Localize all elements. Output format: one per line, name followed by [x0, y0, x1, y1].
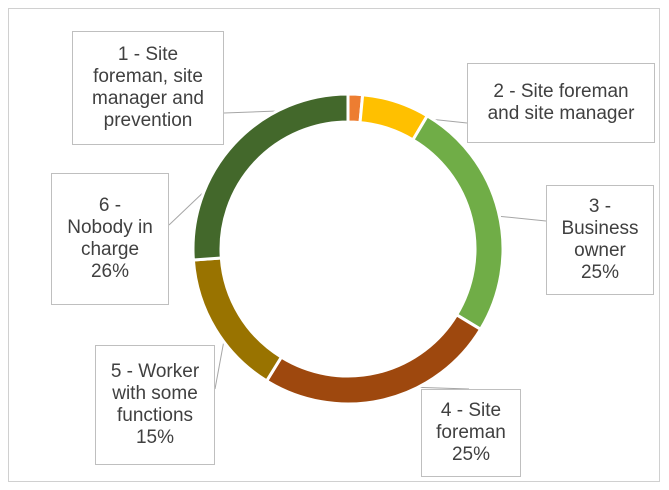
- label-line: 3 -: [588, 196, 612, 217]
- donut-slice-6: [191, 92, 350, 262]
- label-line: owner: [574, 240, 626, 261]
- label-line: and site manager: [487, 103, 635, 124]
- label-line: 4 - Site: [440, 400, 502, 421]
- label-line: foreman: [436, 422, 506, 443]
- label-line: 15%: [135, 427, 175, 448]
- label-line: foreman, site: [93, 66, 203, 87]
- donut-chart: [168, 92, 547, 406]
- chart-frame: 1 - Site foreman, site manager and preve…: [8, 8, 660, 482]
- label-line: Business: [561, 218, 639, 239]
- donut-slices: [191, 92, 505, 406]
- data-label-site-foreman-site-manager-prevention: 1 - Site foreman, site manager and preve…: [72, 31, 224, 145]
- label-line: charge: [80, 239, 140, 260]
- label-line: 2 - Site foreman: [493, 81, 629, 102]
- data-label-site-foreman-and-site-manager: 2 - Site foreman and site manager: [467, 63, 655, 143]
- data-label-site-foreman: 4 - Site foreman 25%: [421, 389, 521, 477]
- label-line: 6 -: [98, 195, 122, 216]
- label-line: 26%: [90, 261, 130, 282]
- label-line: 5 - Worker: [110, 361, 200, 382]
- label-line: manager and: [92, 88, 204, 109]
- donut-slice-3: [410, 113, 505, 332]
- label-line: prevention: [103, 110, 193, 131]
- label-line: 1 - Site: [117, 44, 179, 65]
- data-label-business-owner: 3 - Business owner 25%: [546, 185, 654, 295]
- label-line: with some: [112, 383, 198, 404]
- label-line: 25%: [580, 262, 620, 283]
- data-label-worker-with-some-functions: 5 - Worker with some functions 15%: [95, 345, 215, 465]
- data-label-nobody-in-charge: 6 - Nobody in charge 26%: [51, 173, 169, 305]
- label-line: Nobody in: [67, 217, 153, 238]
- label-line: 25%: [451, 444, 491, 465]
- label-line: functions: [116, 405, 194, 426]
